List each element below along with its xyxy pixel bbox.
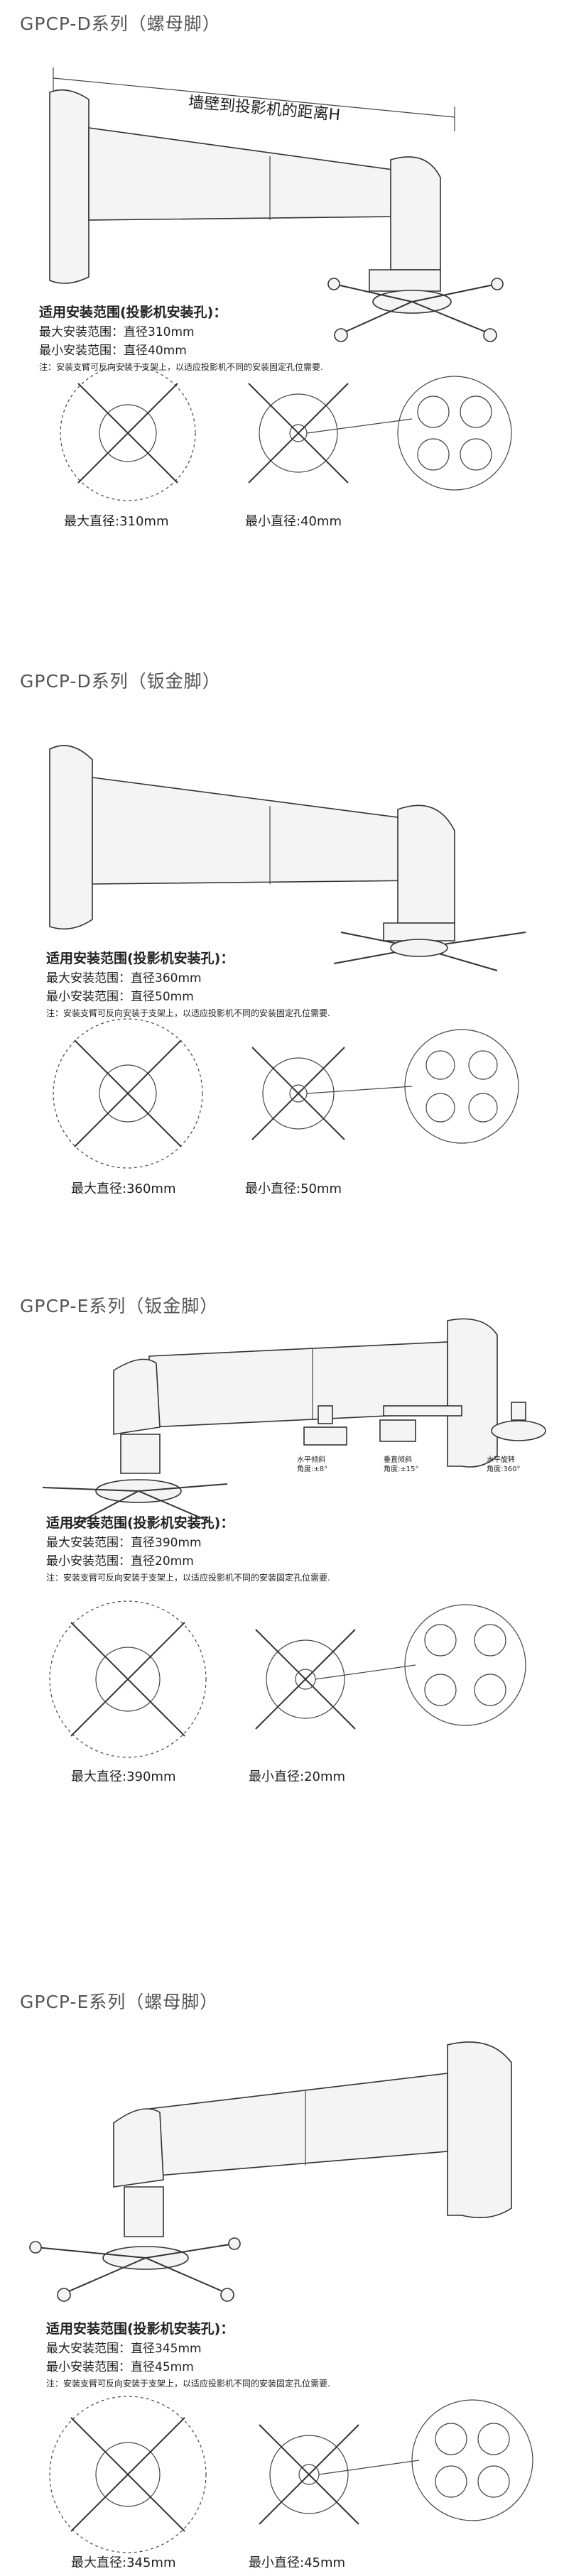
- max-diameter-diagram: [60, 365, 196, 501]
- section-title: GPCP-E系列（螺母脚）: [20, 1992, 219, 2012]
- max-diameter-diagram: [49, 1600, 207, 1758]
- spec-block: 适用安装范围(投影机安装孔)： 最大安装范围：直径345mm 最小安装范围：直径…: [46, 2318, 330, 2391]
- product-illustration: [49, 67, 504, 342]
- section-gpcp-d-nut: GPCP-D系列（螺母脚） 墙壁到投影机的距离H 适用安装范围(投影机安装孔)：…: [0, 0, 564, 529]
- max-diameter-diagram: [53, 1018, 203, 1169]
- product-illustration: [29, 2041, 512, 2302]
- caption-max: 最大直径:310mm: [64, 514, 169, 529]
- angle-caption-3: 水平旋转 角度:360°: [487, 1456, 520, 1474]
- angle-label: 水平旋转: [487, 1456, 515, 1464]
- angle-label: 水平倾斜: [297, 1456, 325, 1464]
- rotate-horizontal-thumb: [491, 1402, 546, 1441]
- spec-max: 最大安装范围：直径345mm: [46, 2342, 202, 2356]
- caption-min: 最小直径:45mm: [249, 2555, 346, 2570]
- spec-max: 最大安装范围：直径390mm: [46, 1536, 202, 1550]
- spec-max: 最大安装范围：直径310mm: [39, 325, 195, 339]
- product-illustration: [49, 745, 526, 971]
- spec-head: 适用安装范围(投影机安装孔)：: [46, 2321, 234, 2337]
- min-diameter-diagram: [259, 2399, 533, 2525]
- caption-max: 最大直径:360mm: [71, 1181, 176, 1196]
- section-title: GPCP-D系列（螺母脚）: [20, 13, 221, 34]
- spec-max: 最大安装范围：直径360mm: [46, 971, 202, 986]
- spec-block: 适用安装范围(投影机安装孔)： 最大安装范围：直径310mm 最小安装范围：直径…: [39, 302, 323, 374]
- spec-min: 最小安装范围：直径45mm: [46, 2360, 194, 2374]
- tilt-horizontal-thumb: [303, 1405, 347, 1446]
- angle-caption-1: 水平倾斜 角度:±8°: [297, 1456, 327, 1474]
- caption-min: 最小直径:20mm: [249, 1769, 346, 1784]
- tilt-vertical-thumb: [379, 1405, 462, 1442]
- caption-min: 最小直径:40mm: [245, 514, 342, 529]
- spec-note: 注：安装支臂可反向安装于支架上，以适应投影机不同的安装固定孔位需要.: [39, 362, 323, 372]
- caption-min: 最小直径:50mm: [245, 1181, 342, 1196]
- max-diameter-diagram: [49, 2396, 207, 2553]
- section-gpcp-e-sheet: GPCP-E系列（钣金脚） 水平倾斜 角度:±8° 垂直倾斜 角度:±15° 水…: [0, 1296, 564, 1874]
- angle-value: 角度:360°: [487, 1466, 521, 1473]
- product-illustration: [42, 1318, 498, 1527]
- spec-head: 适用安装范围(投影机安装孔)：: [46, 951, 234, 966]
- section-gpcp-d-sheet: GPCP-D系列（钣金脚） 适用安装范围(投影机安装孔)： 最大安装范围：直径3…: [0, 660, 564, 1196]
- spec-block: 适用安装范围(投影机安装孔)： 最大安装范围：直径360mm 最小安装范围：直径…: [46, 948, 330, 1020]
- spec-note: 注：安装支臂可反向安装于支架上，以适应投影机不同的安装固定孔位需要.: [46, 1008, 330, 1018]
- section-title: GPCP-E系列（钣金脚）: [20, 1296, 219, 1316]
- spec-min: 最小安装范围：直径50mm: [46, 990, 194, 1004]
- angle-value: 角度:±8°: [297, 1466, 328, 1473]
- angle-caption-2: 垂直倾斜 角度:±15°: [384, 1456, 418, 1474]
- caption-max: 最大直径:345mm: [71, 2555, 176, 2570]
- spec-note: 注：安装支臂可反向安装于支架上，以适应投影机不同的安装固定孔位需要.: [46, 1573, 330, 1583]
- caption-max: 最大直径:390mm: [71, 1769, 176, 1784]
- min-diameter-diagram: [251, 1029, 519, 1144]
- angle-label: 垂直倾斜: [384, 1456, 412, 1464]
- section-gpcp-e-nut: GPCP-E系列（螺母脚） 适用安装范围(投影机安装孔)： 最大安装范围：直径3…: [0, 1981, 564, 2576]
- spec-head: 适用安装范围(投影机安装孔)：: [39, 305, 227, 320]
- min-diameter-diagram: [248, 376, 512, 491]
- spec-head: 适用安装范围(投影机安装孔)：: [46, 1515, 234, 1531]
- spec-min: 最小安装范围：直径40mm: [39, 344, 187, 358]
- min-diameter-diagram: [255, 1604, 526, 1730]
- spec-note: 注：安装支臂可反向安装于支架上，以适应投影机不同的安装固定孔位需要.: [46, 2379, 330, 2389]
- angle-value: 角度:±15°: [384, 1466, 419, 1473]
- spec-min: 最小安装范围：直径20mm: [46, 1554, 194, 1568]
- spec-block: 适用安装范围(投影机安装孔)： 最大安装范围：直径390mm 最小安装范围：直径…: [46, 1512, 330, 1585]
- section-title: GPCP-D系列（钣金脚）: [20, 671, 221, 692]
